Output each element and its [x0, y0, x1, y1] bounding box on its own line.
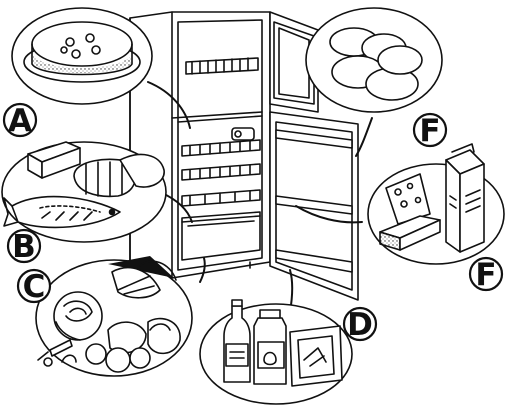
bottles-box-oval	[199, 299, 353, 405]
label-f-top: F	[419, 113, 440, 149]
label-a: A	[8, 103, 32, 139]
label-f-bottom: F	[475, 257, 496, 293]
vegetables-oval	[35, 256, 193, 377]
label-markers	[2, 102, 504, 342]
butter-meat-fish-oval	[1, 141, 167, 243]
plates-oval	[305, 7, 443, 113]
label-d: D	[347, 307, 373, 343]
fridge-door	[269, 111, 359, 301]
freezer-door	[269, 11, 319, 113]
cheese-milk-oval	[367, 143, 505, 265]
label-b: B	[12, 229, 36, 265]
refrigerator	[129, 11, 271, 279]
label-c: C	[23, 269, 46, 305]
cake-plate-oval	[11, 7, 153, 105]
